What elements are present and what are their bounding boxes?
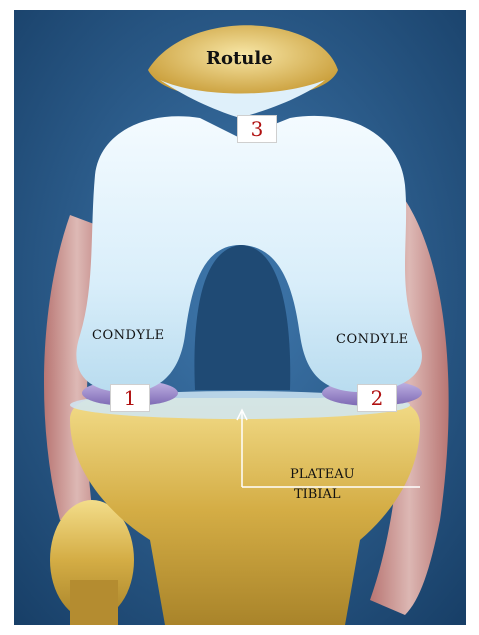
- fibula-shaft: [70, 580, 118, 625]
- condyle-right-label: CONDYLE: [336, 332, 409, 347]
- plateau-label-line2: TIBIAL: [290, 485, 355, 505]
- marker-3: 3: [237, 115, 277, 143]
- plateau-label-line1: PLATEAU: [290, 467, 355, 482]
- plateau-tibial-label: PLATEAU TIBIAL: [290, 465, 355, 505]
- rotule-label: Rotule: [206, 48, 273, 69]
- condyle-left-label: CONDYLE: [92, 328, 165, 343]
- marker-1: 1: [110, 384, 150, 412]
- marker-2: 2: [357, 384, 397, 412]
